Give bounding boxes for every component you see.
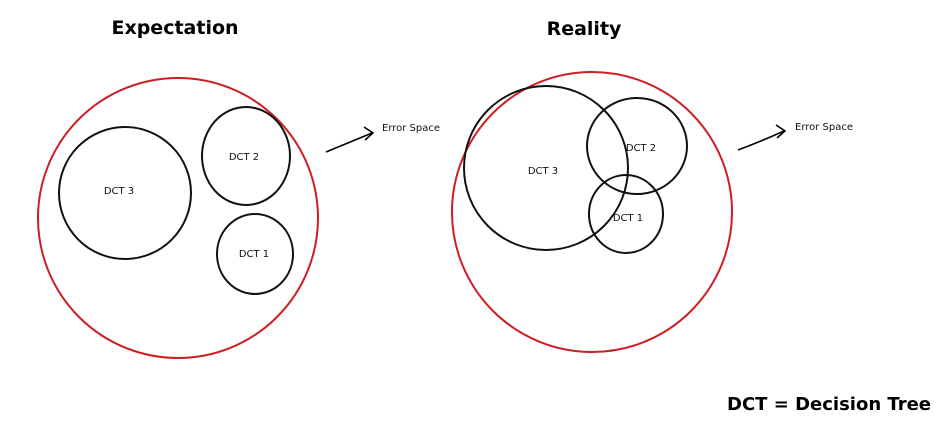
expectation-dct1-circle <box>216 213 294 295</box>
expectation-dct3-label: DCT 3 <box>104 186 134 197</box>
reality-dct1-label: DCT 1 <box>613 213 643 224</box>
expectation-error-space-label: Error Space <box>382 123 440 134</box>
reality-dct3-label: DCT 3 <box>528 166 558 177</box>
reality-dct2-circle <box>586 97 688 195</box>
expectation-title: Expectation <box>111 17 238 39</box>
reality-error-space-boundary <box>451 71 733 353</box>
reality-error-space-label: Error Space <box>795 122 853 133</box>
expectation-arrow-icon <box>325 132 373 153</box>
reality-arrowhead-icon <box>775 124 787 139</box>
expectation-dct2-label: DCT 2 <box>229 152 259 163</box>
expectation-dct1-label: DCT 1 <box>239 249 269 260</box>
legend-definition: DCT = Decision Tree <box>727 394 931 415</box>
reality-dct2-label: DCT 2 <box>626 143 656 154</box>
reality-panel: Reality DCT 3 DCT 2 DCT 1 Error Space <box>451 18 853 353</box>
expectation-panel: Expectation DCT 3 DCT 2 DCT 1 Error Spac… <box>37 17 440 359</box>
reality-arrow-icon <box>737 130 785 151</box>
reality-dct3-circle <box>463 85 629 251</box>
expectation-dct2-circle <box>201 106 291 206</box>
expectation-arrowhead-icon <box>363 126 375 141</box>
expectation-error-space-boundary <box>37 77 319 359</box>
expectation-dct3-circle <box>58 126 192 260</box>
reality-title: Reality <box>547 18 622 40</box>
reality-dct1-circle <box>588 174 664 254</box>
